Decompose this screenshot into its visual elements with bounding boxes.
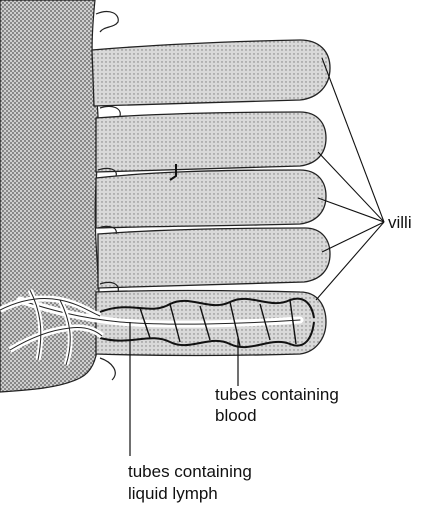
lymph-tubes-label-line-2: liquid lymph: [128, 484, 218, 504]
villus-1: [92, 40, 330, 106]
crypt-fold: [100, 106, 120, 116]
villus-3: [96, 170, 326, 228]
crypt-fold: [100, 358, 115, 380]
crypt-fold: [96, 12, 118, 32]
villi-label: villi: [388, 213, 412, 233]
blood-tubes-label-line-1: tubes containing: [215, 385, 339, 405]
lymph-tubes-label-line-1: tubes containing: [128, 462, 252, 482]
villus-4: [98, 228, 330, 288]
blood-tubes-label-line-2: blood: [215, 406, 257, 426]
villus-2: [96, 112, 326, 172]
